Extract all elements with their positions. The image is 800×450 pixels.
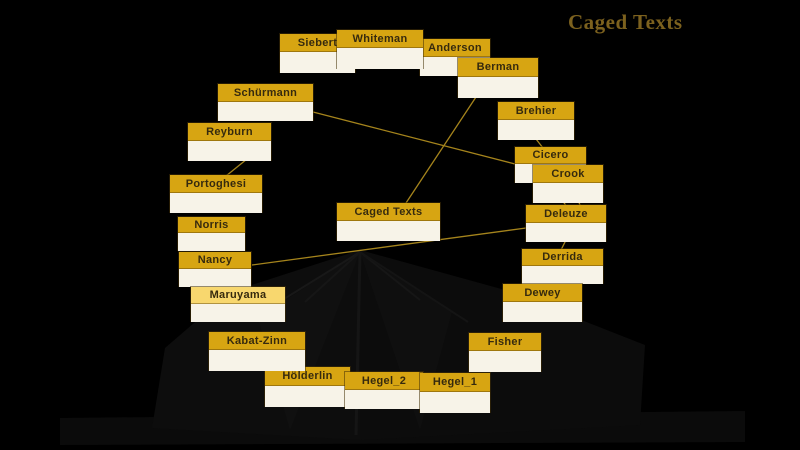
- node-label: Hegel_1: [420, 373, 490, 392]
- node-body: [469, 351, 541, 372]
- node-label: Portoghesi: [170, 175, 262, 193]
- node-label: Deleuze: [526, 205, 606, 223]
- graph-node-kabat-zinn[interactable]: Kabat-Zinn: [209, 332, 305, 371]
- node-body: [503, 302, 582, 322]
- node-body: [280, 52, 355, 73]
- node-body: [337, 221, 440, 241]
- edge-reyburn-portoghesi: [225, 158, 248, 177]
- page-title: Caged Texts: [568, 10, 683, 34]
- node-label: Nancy: [179, 252, 251, 269]
- node-label: Whiteman: [337, 30, 423, 48]
- graph-node-deleuze[interactable]: Deleuze: [526, 205, 606, 242]
- node-label: Brehier: [498, 102, 574, 120]
- node-body: [178, 233, 245, 251]
- node-label: Anderson: [420, 39, 490, 57]
- graph-node-crook[interactable]: Crook: [533, 165, 603, 203]
- edge-schuermann-cicero: [312, 111, 516, 165]
- node-body: [420, 392, 490, 413]
- edge-berman-caged-texts: [405, 96, 477, 204]
- graph-node-caged-texts[interactable]: Caged Texts: [337, 203, 440, 241]
- node-label: Hegel_2: [345, 372, 423, 390]
- node-label: Siebert: [280, 34, 355, 52]
- node-body: [188, 141, 271, 161]
- node-label: Reyburn: [188, 123, 271, 141]
- node-label: Cicero: [515, 147, 586, 164]
- node-label: Kabat-Zinn: [209, 332, 305, 350]
- node-body: [337, 48, 423, 69]
- graph-node-nancy[interactable]: Nancy: [179, 252, 251, 287]
- node-label: Dewey: [503, 284, 582, 302]
- graph-node-fisher[interactable]: Fisher: [469, 333, 541, 372]
- node-body: [533, 183, 603, 203]
- graph-node-schuermann[interactable]: Schürmann: [218, 84, 313, 121]
- node-label: Derrida: [522, 249, 603, 266]
- node-label: Fisher: [469, 333, 541, 351]
- node-label: Norris: [178, 217, 245, 233]
- graph-node-hoelderlin[interactable]: Hölderlin: [265, 367, 350, 407]
- graph-node-siebert[interactable]: Siebert: [280, 34, 355, 73]
- node-body: [526, 223, 606, 242]
- graph-node-norris[interactable]: Norris: [178, 217, 245, 251]
- graph-node-hegel_2[interactable]: Hegel_2: [345, 372, 423, 409]
- graph-node-dewey[interactable]: Dewey: [503, 284, 582, 322]
- graph-node-derrida[interactable]: Derrida: [522, 249, 603, 284]
- graph-node-maruyama[interactable]: Maruyama: [191, 287, 285, 322]
- node-body: [345, 390, 423, 409]
- node-label: Schürmann: [218, 84, 313, 102]
- graph-node-whiteman[interactable]: Whiteman: [337, 30, 423, 69]
- graph-node-berman[interactable]: Berman: [458, 58, 538, 98]
- node-body: [179, 269, 251, 287]
- graph-node-reyburn[interactable]: Reyburn: [188, 123, 271, 161]
- node-body: [498, 120, 574, 140]
- node-body: [170, 193, 262, 213]
- graph-node-brehier[interactable]: Brehier: [498, 102, 574, 140]
- node-label: Crook: [533, 165, 603, 183]
- node-body: [191, 304, 285, 322]
- node-label: Maruyama: [191, 287, 285, 304]
- graph-node-portoghesi[interactable]: Portoghesi: [170, 175, 262, 213]
- node-body: [265, 386, 350, 407]
- node-label: Caged Texts: [337, 203, 440, 221]
- node-label: Hölderlin: [265, 367, 350, 386]
- node-body: [209, 350, 305, 371]
- node-body: [458, 77, 538, 98]
- node-label: Berman: [458, 58, 538, 77]
- node-body: [218, 102, 313, 121]
- graph-node-hegel_1[interactable]: Hegel_1: [420, 373, 490, 413]
- node-body: [522, 266, 603, 284]
